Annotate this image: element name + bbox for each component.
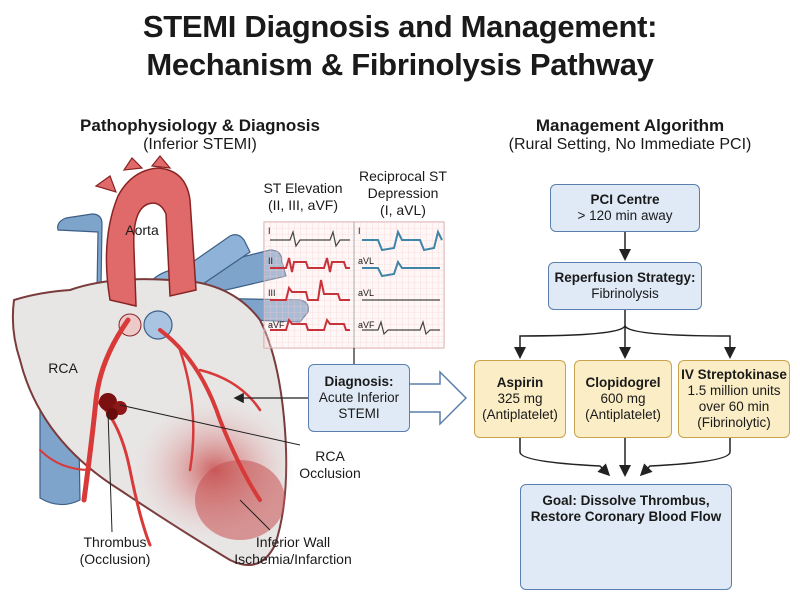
page-title-line1: STEMI Diagnosis and Management:	[142, 9, 658, 44]
drug-extra: over 60 min	[698, 399, 770, 414]
drug-box-aspirin: Aspirin 325 mg (Antiplatelet)	[474, 360, 566, 438]
hollow-arrow	[407, 370, 468, 426]
goal-box: Goal: Dissolve Thrombus, Restore Coronar…	[520, 484, 732, 590]
thrombus-label-line2: (Occlusion)	[79, 551, 151, 567]
reciprocal-label-line2: Depression	[367, 185, 439, 201]
rca-occlusion-label-line1: RCA	[315, 448, 345, 464]
drug-name: IV Streptokinase	[681, 367, 787, 382]
reciprocal-label-line1: Reciprocal ST	[359, 168, 447, 184]
reperfusion-detail: Fibrinolysis	[591, 286, 659, 301]
inferior-label-line1: Inferior Wall	[255, 534, 331, 550]
drug-class: (Antiplatelet)	[482, 407, 558, 422]
ecg-lead-right-4: aVF	[358, 320, 375, 330]
reperfusion-title: Reperfusion Strategy:	[554, 270, 696, 285]
drug-name: Aspirin	[496, 375, 544, 390]
reciprocal-label-line3: (I, aVL)	[380, 202, 426, 218]
aorta	[105, 167, 197, 307]
drug-dose: 325 mg	[497, 391, 543, 406]
thrombus	[99, 393, 127, 420]
right-section-title: Management Algorithm	[535, 116, 725, 135]
drug-dose: 1.5 million units	[687, 383, 781, 398]
diagnosis-line2: STEMI	[338, 406, 380, 421]
drug-class: (Fibrinolytic)	[697, 415, 771, 430]
ecg-lead-left-3: III	[268, 288, 276, 298]
st-elevation-label-line2: (II, III, aVF)	[267, 197, 338, 213]
left-section-subtitle: (Inferior STEMI)	[143, 136, 257, 153]
drug-box-clopidogrel: Clopidogrel 600 mg (Antiplatelet)	[574, 360, 672, 438]
rca-label: RCA	[48, 360, 78, 376]
pci-title: PCI Centre	[590, 192, 660, 207]
inferior-label-line2: Ischemia/Infarction	[234, 551, 352, 567]
page-title-line2: Mechanism & Fibrinolysis Pathway	[146, 47, 654, 82]
right-section-subtitle: (Rural Setting, No Immediate PCI)	[508, 136, 752, 153]
ecg-lead-left-4: aVF	[268, 320, 285, 330]
st-elevation-label-line1: ST Elevation	[263, 180, 343, 196]
pci-centre-box: PCI Centre > 120 min away	[550, 184, 700, 232]
diagnosis-line1: Acute Inferior	[318, 390, 400, 405]
thrombus-label-line1: Thrombus	[83, 534, 147, 550]
goal-line1: Goal: Dissolve Thrombus,	[542, 493, 710, 508]
ecg-lead-right-1: I	[358, 226, 361, 236]
ecg-lead-right-2: aVL	[358, 256, 375, 266]
ecg-lead-right-3: aVL	[358, 288, 375, 298]
rca-occlusion-label-line2: Occlusion	[299, 465, 361, 481]
reperfusion-box: Reperfusion Strategy: Fibrinolysis	[548, 262, 702, 310]
ecg-lead-left-2: II	[268, 256, 274, 266]
ecg-lead-left-1: I	[268, 226, 271, 236]
ecg-panel	[263, 221, 445, 349]
pci-detail: > 120 min away	[577, 208, 673, 223]
goal-line2: Restore Coronary Blood Flow	[530, 509, 722, 524]
diagnosis-box: Diagnosis: Acute Inferior STEMI	[308, 364, 410, 432]
drug-dose: 600 mg	[600, 391, 646, 406]
drug-name: Clopidogrel	[585, 375, 661, 390]
drug-box-streptokinase: IV Streptokinase 1.5 million units over …	[678, 360, 790, 438]
aorta-label: Aorta	[125, 222, 159, 238]
diagnosis-title: Diagnosis:	[324, 374, 394, 389]
left-section-title: Pathophysiology & Diagnosis	[80, 116, 320, 135]
drug-class: (Antiplatelet)	[585, 407, 661, 422]
